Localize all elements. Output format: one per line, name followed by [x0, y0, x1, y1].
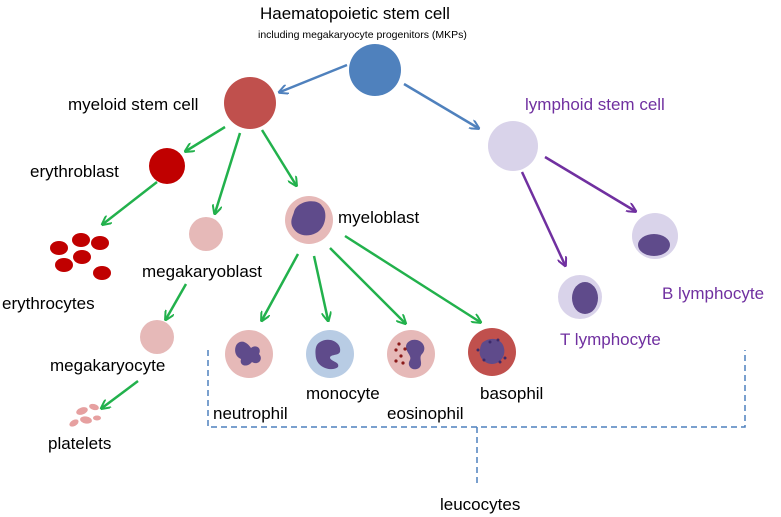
arrow-myeloid-to-myeloblast [260, 129, 296, 185]
monocyte-label: monocyte [306, 384, 380, 403]
neutrophil-cell [225, 330, 273, 378]
megakaryoblast-cell [189, 217, 223, 251]
eosinophil-label: eosinophil [387, 404, 464, 423]
title-label: Haematopoietic stem cell [260, 4, 450, 23]
myeloid-stem-cell [224, 77, 276, 129]
eosinophil-cell [387, 330, 435, 378]
myeloblast-label: myeloblast [338, 208, 420, 227]
arrow-myeloblast-to-eosinophil [329, 247, 405, 323]
arrow-myeloblast-to-monocyte [312, 255, 328, 320]
arrow-lymphoid-to-b [544, 155, 635, 211]
arrow-stem-to-myeloid [280, 63, 348, 92]
neutrophil-label: neutrophil [213, 404, 288, 423]
arrow-myeloblast-to-neutrophil [262, 253, 300, 320]
stem-cell [349, 44, 401, 96]
arrow-myeloblast-to-basophil [344, 234, 480, 322]
megakaryoblast-label: megakaryoblast [142, 262, 263, 281]
b-lymphocyte-cell [632, 213, 678, 259]
arrow-megakaryoblast-to-megakaryocyte [166, 283, 188, 319]
lymphoid-stem-cell [488, 121, 538, 171]
megakaryocyte-label: megakaryocyte [50, 356, 166, 375]
platelets-label: platelets [48, 434, 112, 453]
subtitle-label: including megakaryocyte progenitors (MKP… [258, 29, 467, 41]
megakaryocyte-cell [140, 320, 174, 354]
arrow-megakaryocyte-to-platelets [102, 380, 139, 408]
basophil-label: basophil [480, 384, 544, 403]
arrow-lymphoid-to-t [520, 171, 565, 265]
arrow-stem-to-lymphoid [403, 82, 478, 128]
b-lymphocyte-label: B lymphocyte [662, 284, 765, 303]
basophil-cell [468, 328, 516, 376]
arrow-myeloid-to-erythroblast [186, 125, 226, 151]
myeloid-label: myeloid stem cell [68, 95, 199, 114]
platelets-group [69, 403, 101, 427]
arrow-myeloid-to-megakaryoblast [215, 132, 242, 213]
erythroblast-cell [149, 148, 185, 184]
arrow-erythroblast-to-erythrocytes [103, 181, 158, 224]
myeloblast-cell [285, 196, 333, 244]
erythroblast-label: erythroblast [30, 162, 119, 181]
erythrocytes-group [50, 233, 111, 280]
monocyte-cell [306, 330, 354, 378]
lymphoid-label: lymphoid stem cell [525, 95, 665, 114]
t-lymphocyte-label: T lymphocyte [560, 330, 661, 349]
erythrocytes-label: erythrocytes [2, 294, 95, 313]
t-lymphocyte-cell [558, 275, 602, 319]
leucocytes-label: leucocytes [440, 495, 521, 514]
leucocytes-bracket [207, 350, 746, 487]
